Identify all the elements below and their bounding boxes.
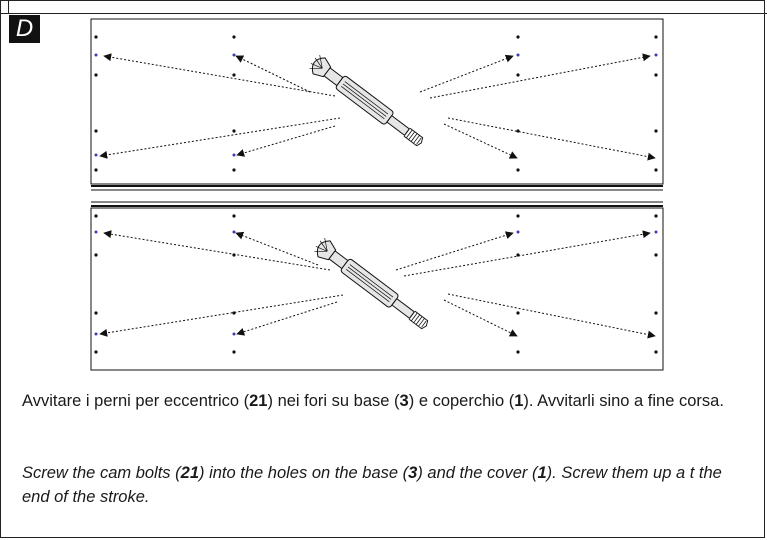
step-badge: D <box>9 15 40 43</box>
assembly-diagram <box>90 18 664 371</box>
lower-holes <box>94 214 658 354</box>
instruction-italian: Avvitare i perni per eccentrico (21) nei… <box>22 392 724 410</box>
top-bar <box>0 0 767 14</box>
lower-arrows <box>99 230 656 339</box>
instruction-english: Screw the cam bolts (21) into the holes … <box>22 464 722 506</box>
top-bar-notch <box>8 0 9 14</box>
lower-panel <box>90 201 664 371</box>
upper-arrows <box>99 53 656 161</box>
upper-holes <box>94 35 658 172</box>
upper-panel <box>90 18 664 191</box>
